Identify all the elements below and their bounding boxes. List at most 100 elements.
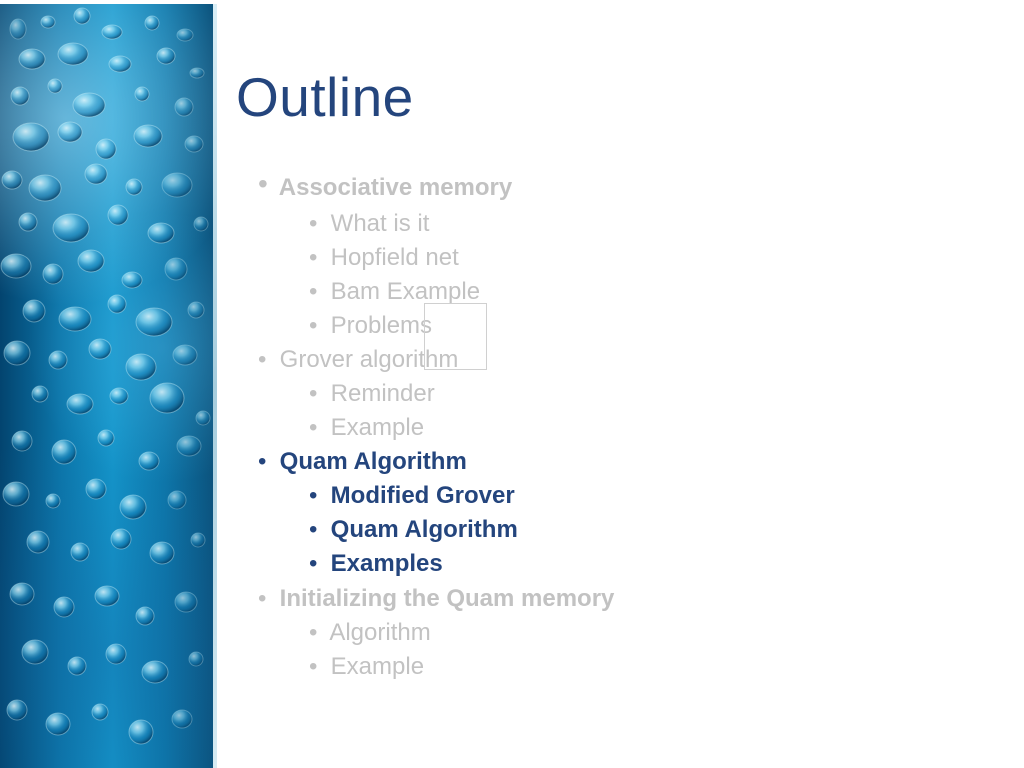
bubble-decoration (31, 385, 49, 403)
bubble-decoration (171, 709, 193, 729)
outline-item-label: Associative memory (278, 174, 513, 201)
bubble-decoration (47, 78, 63, 94)
bubble-decoration (9, 18, 27, 40)
bubble-decoration (2, 481, 30, 507)
bubble-decoration (176, 435, 202, 457)
bullet-icon: • (309, 380, 318, 407)
bubble-decoration (9, 582, 35, 606)
bubble-decoration (57, 121, 83, 143)
outline-subitem-problems: • Problems (309, 311, 432, 341)
outline-subitem-label: Example (330, 653, 425, 680)
bubble-decoration (57, 42, 89, 66)
outline-subitem-label: What is it (330, 210, 430, 237)
page-title: Outline (236, 66, 414, 128)
bullet-icon: • (309, 482, 318, 509)
outline-subitem-label: Quam Algorithm (330, 516, 518, 543)
bubble-decoration (128, 719, 154, 745)
bullet-icon: • (309, 210, 318, 237)
bubble-field-image (0, 7, 211, 745)
bullet-icon: • (258, 168, 268, 199)
underwater-bubbles-panel (0, 4, 217, 768)
bubble-decoration (6, 699, 28, 721)
bubble-decoration (172, 344, 198, 366)
bubble-decoration (149, 541, 175, 565)
outline-subitem-example: • Example (309, 413, 424, 443)
bubble-decoration (147, 222, 175, 244)
bubble-decoration (109, 387, 129, 405)
bubble-decoration (84, 163, 108, 185)
bubble-decoration (195, 410, 211, 426)
outline-subitem-algorithm: • Algorithm (309, 618, 431, 648)
outline-subitem-label: Algorithm (329, 619, 431, 646)
bubble-decoration (134, 86, 150, 102)
outline-subitem-label: Modified Grover (330, 482, 515, 509)
bubble-decoration (1, 170, 23, 190)
bubble-decoration (0, 253, 32, 279)
bubble-decoration (77, 249, 105, 273)
bubble-decoration (141, 660, 169, 684)
bubble-decoration (85, 478, 107, 500)
empty-selection-rectangle[interactable] (424, 303, 487, 370)
bubble-decoration (187, 301, 205, 319)
bubble-decoration (48, 350, 68, 370)
bubble-decoration (11, 430, 33, 452)
bubble-decoration (119, 494, 147, 520)
bubble-decoration (174, 591, 198, 613)
bubble-decoration (101, 24, 123, 40)
bullet-icon: • (309, 312, 318, 339)
bullet-icon: • (309, 653, 318, 680)
bubble-decoration (45, 712, 71, 736)
outline-subitem-label: Examples (330, 550, 443, 577)
outline-subitem-example: • Example (309, 652, 424, 682)
bubble-decoration (72, 92, 106, 118)
bullet-icon: • (309, 619, 318, 646)
bubble-decoration (105, 643, 127, 665)
bubble-decoration (176, 28, 194, 42)
bubble-decoration (10, 86, 30, 106)
bullet-icon: • (309, 516, 318, 543)
bubble-decoration (161, 172, 193, 198)
outline-subitem-hopfield-net: • Hopfield net (309, 243, 459, 273)
bubble-decoration (193, 216, 209, 232)
bubble-decoration (45, 493, 61, 509)
outline-item-grover-algorithm: • Grover algorithm (258, 345, 458, 375)
bullet-icon: • (258, 585, 267, 612)
bubble-decoration (21, 639, 49, 665)
bubble-decoration (91, 703, 109, 721)
bullet-icon: • (309, 244, 318, 271)
bullet-icon: • (309, 414, 318, 441)
bubble-decoration (58, 306, 92, 332)
bubble-decoration (133, 124, 163, 148)
bubble-decoration (67, 656, 87, 676)
bubble-decoration (110, 528, 132, 550)
bubble-decoration (73, 7, 91, 25)
outline-subitem-reminder: • Reminder (309, 379, 435, 409)
bullet-icon: • (258, 346, 267, 373)
bubble-decoration (107, 294, 127, 314)
bubble-decoration (3, 340, 31, 366)
outline-subitem-modified-grover: • Modified Grover (309, 481, 515, 511)
bubble-decoration (95, 138, 117, 160)
bubble-decoration (107, 204, 129, 226)
outline-item-label: Grover algorithm (279, 346, 459, 373)
bubble-decoration (12, 122, 50, 152)
bubble-decoration (51, 439, 77, 465)
bubble-decoration (18, 212, 38, 232)
bubble-decoration (94, 585, 120, 607)
bubble-decoration (184, 135, 204, 153)
bullet-icon: • (258, 448, 267, 475)
bubble-decoration (189, 67, 205, 79)
bubble-decoration (188, 651, 204, 667)
bubble-decoration (135, 307, 173, 337)
bubble-decoration (52, 213, 90, 243)
bubble-decoration (135, 606, 155, 626)
bubble-decoration (42, 263, 64, 285)
outline-subitem-label: Bam Example (330, 278, 481, 305)
bubble-decoration (125, 353, 157, 381)
bubble-decoration (149, 382, 185, 414)
bubble-decoration (18, 48, 46, 70)
outline-subitem-bam-example: • Bam Example (309, 277, 480, 307)
bubble-decoration (121, 271, 143, 289)
bubble-decoration (66, 393, 94, 415)
outline-subitem-label: Example (330, 414, 425, 441)
